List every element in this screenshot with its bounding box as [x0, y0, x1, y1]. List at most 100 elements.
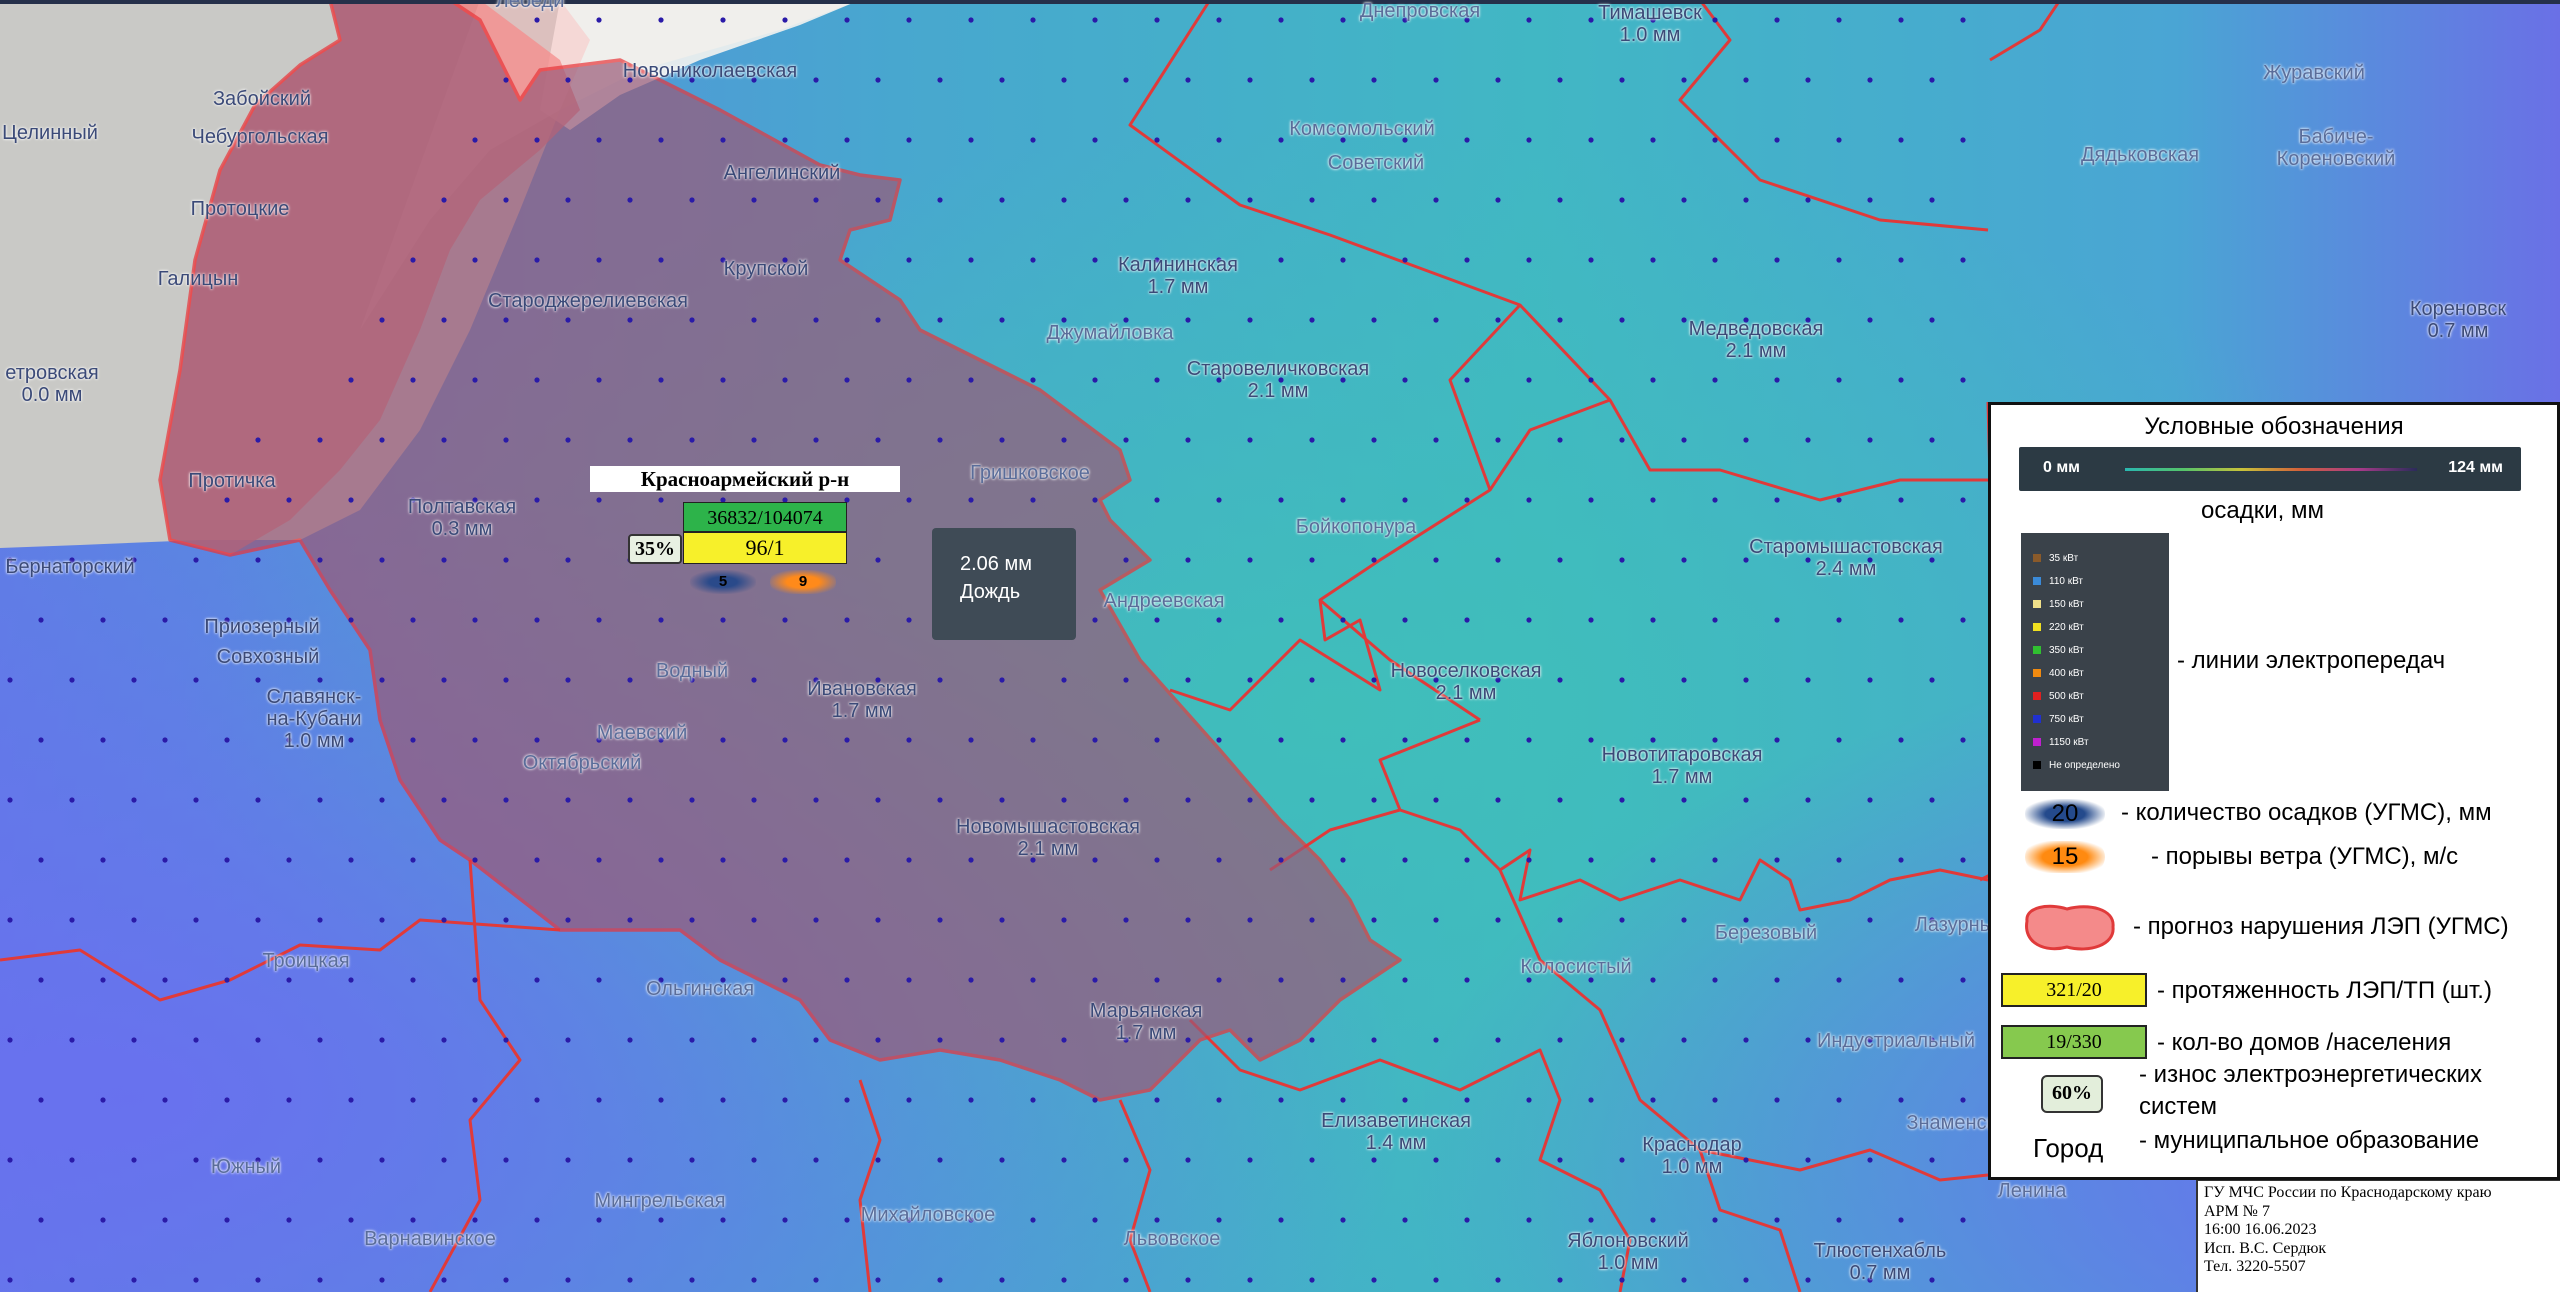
- grid-dot: [1092, 977, 1098, 983]
- lbl-lazurny: Лазурный: [1914, 914, 2006, 936]
- grid-dot: [751, 437, 757, 443]
- grid-dot: [1588, 17, 1594, 23]
- grid-dot: [255, 437, 261, 443]
- grid-dot: [472, 617, 478, 623]
- grid-dot: [875, 317, 881, 323]
- grid-dot: [937, 1157, 943, 1163]
- grid-dot: [1061, 1157, 1067, 1163]
- grid-dot: [1712, 257, 1718, 263]
- grid-dot: [1154, 257, 1160, 263]
- grid-dot: [348, 617, 354, 623]
- grid-dot: [1867, 437, 1873, 443]
- grid-dot: [906, 977, 912, 983]
- grid-dot: [1743, 677, 1749, 683]
- grid-dot: [565, 317, 571, 323]
- grid-dot: [1650, 257, 1656, 263]
- grid-dot: [1681, 1157, 1687, 1163]
- grid-dot: [1805, 197, 1811, 203]
- grid-dot: [379, 797, 385, 803]
- grid-dot: [1371, 77, 1377, 83]
- grid-dot: [1495, 197, 1501, 203]
- grid-dot: [348, 1097, 354, 1103]
- grid-dot: [782, 617, 788, 623]
- grid-dot: [1340, 617, 1346, 623]
- district-lines-substations: 96/1: [683, 532, 847, 564]
- grid-dot: [720, 617, 726, 623]
- grid-dot: [1402, 1217, 1408, 1223]
- grid-dot: [1681, 557, 1687, 563]
- grid-dot: [627, 1037, 633, 1043]
- district-title[interactable]: Красноармейский р-н: [590, 466, 900, 492]
- grid-dot: [1805, 437, 1811, 443]
- grid-dot: [38, 737, 44, 743]
- grid-dot: [410, 257, 416, 263]
- grid-dot: [1619, 317, 1625, 323]
- grid-dot: [255, 917, 261, 923]
- grid-dot: [1216, 1097, 1222, 1103]
- grid-dot: [751, 1037, 757, 1043]
- power-line-label: 500 кВт: [2049, 691, 2084, 702]
- grid-dot: [782, 1217, 788, 1223]
- grid-dot: [1650, 1097, 1656, 1103]
- tooltip-type: Дождь: [960, 581, 1021, 603]
- power-line-item: 350 кВт: [2033, 645, 2084, 656]
- grid-dot: [317, 1277, 323, 1283]
- grid-dot: [1030, 1097, 1036, 1103]
- grid-dot: [1960, 737, 1966, 743]
- grid-dot: [1495, 317, 1501, 323]
- grid-dot: [1495, 677, 1501, 683]
- grid-dot: [937, 437, 943, 443]
- grid-dot: [472, 857, 478, 863]
- grid-dot: [1309, 197, 1315, 203]
- lbl-protockie: Протоцкие: [190, 198, 290, 220]
- grid-dot: [1309, 677, 1315, 683]
- grid-dot: [224, 857, 230, 863]
- power-line-color: [2033, 738, 2041, 747]
- grid-dot: [627, 77, 633, 83]
- grid-dot: [844, 857, 850, 863]
- grid-dot: [1123, 677, 1129, 683]
- grid-dot: [317, 437, 323, 443]
- grid-dot: [131, 1277, 137, 1283]
- grid-dot: [1216, 377, 1222, 383]
- grid-dot: [1526, 17, 1532, 23]
- grid-dot: [968, 257, 974, 263]
- grid-dot: [875, 1157, 881, 1163]
- legend-panel: Условные обозначения 0 мм 124 мм осадки,…: [1988, 402, 2560, 1180]
- grid-dot: [1619, 437, 1625, 443]
- tooltip-value: 2.06 мм: [960, 553, 1032, 575]
- grid-dot: [565, 77, 571, 83]
- grid-dot: [1557, 1037, 1563, 1043]
- grid-dot: [999, 197, 1005, 203]
- grid-dot: [968, 1217, 974, 1223]
- grid-dot: [1371, 437, 1377, 443]
- grid-dot: [286, 1217, 292, 1223]
- grid-dot: [100, 1217, 106, 1223]
- grid-dot: [38, 1097, 44, 1103]
- grid-dot: [1340, 497, 1346, 503]
- grid-dot: [472, 497, 478, 503]
- grid-dot: [844, 1217, 850, 1223]
- grid-dot: [534, 137, 540, 143]
- grid-dot: [1712, 1097, 1718, 1103]
- grid-dot: [1650, 617, 1656, 623]
- grid-dot: [1123, 917, 1129, 923]
- grid-dot: [1247, 1157, 1253, 1163]
- grid-dot: [1650, 857, 1656, 863]
- grid-dot: [596, 377, 602, 383]
- grid-dot: [1743, 1157, 1749, 1163]
- grid-dot: [1743, 557, 1749, 563]
- grid-dot: [1898, 17, 1904, 23]
- grid-dot: [751, 797, 757, 803]
- grid-dot: [1588, 377, 1594, 383]
- grid-dot: [1464, 617, 1470, 623]
- grid-dot: [1154, 137, 1160, 143]
- houses-swatch: 19/330: [2001, 1025, 2147, 1059]
- grid-dot: [1712, 17, 1718, 23]
- grid-dot: [1619, 677, 1625, 683]
- grid-dot: [782, 257, 788, 263]
